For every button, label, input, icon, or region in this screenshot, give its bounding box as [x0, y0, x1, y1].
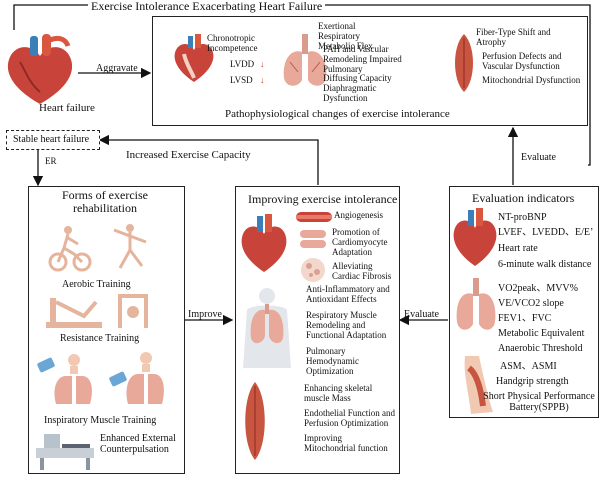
improving-muscle-item-1: Endothelial Function and Perfusion Optim…	[304, 408, 395, 428]
improving-heart-item-2: Alleviating Cardiac Fibrosis	[332, 261, 392, 281]
lung-item-3: Diaphragmatic Dysfunction	[323, 83, 377, 103]
lung-item-2: Diffusing Capacity	[323, 73, 392, 83]
aggravate-label: Aggravate	[96, 63, 138, 74]
evaluate-label: Evaluate	[404, 309, 439, 320]
vessel-icon	[296, 212, 332, 222]
eval-heart-3: 6-minute walk distance	[498, 259, 592, 270]
heart-icon	[453, 208, 497, 266]
dancer-icon	[113, 224, 147, 269]
pathophysiology-box	[152, 16, 588, 126]
leg-press-icon	[46, 298, 102, 328]
heart-icon	[241, 214, 287, 272]
eval-muscle-2: Short Physical Performance Battery(SPPB)	[483, 391, 595, 413]
eval-lung-4: Anaerobic Threshold	[498, 343, 583, 354]
improving-heart-item-1: Promotion of Cardiomyocyte Adaptation	[332, 227, 388, 257]
forms-title: Forms of exercise rehabilitation	[62, 188, 148, 216]
improve-label: Improve	[188, 309, 222, 320]
lvdd-label: LVDD	[230, 59, 255, 69]
inspiratory-label: Inspiratory Muscle Training	[44, 415, 157, 426]
heart-icon	[174, 34, 214, 82]
improving-title: Improving exercise intolerance	[248, 192, 398, 206]
muscle-icon	[455, 34, 473, 92]
heart-icon	[7, 34, 73, 104]
fibrosis-icon	[301, 258, 325, 282]
top-feedback-line	[13, 4, 591, 166]
improving-muscle-item-0: Enhancing skeletal muscle Mass	[304, 383, 373, 403]
eval-lung-1: VE/VCO2 slope	[498, 298, 564, 309]
lvdd-down-icon: ↓	[260, 59, 265, 69]
lvsd-down-icon: ↓	[260, 75, 265, 85]
evaluate-top-label: Evaluate	[521, 152, 556, 163]
weight-machine-icon	[118, 294, 148, 328]
eecp-bed-icon	[36, 434, 94, 470]
chronotropic-label: Chronotropic Incompetence	[207, 33, 258, 53]
stable-heart-failure-box: Stable heart failure	[6, 130, 100, 150]
eval-lung-0: VO2peak、MVV%	[498, 283, 578, 294]
evaluation-title: Evaluation indicators	[472, 191, 575, 205]
inspiratory-device-icon	[37, 354, 92, 404]
muscle-icon	[464, 356, 493, 414]
increased-capacity-label: Increased Exercise Capacity	[126, 149, 251, 161]
lungs-icon	[243, 288, 291, 368]
lungs-icon	[283, 34, 327, 86]
lung-item-1: PAH and Vascular Remodeling Impaired Pul…	[323, 44, 402, 74]
improving-lung-item-2: Pulmonary Hemodynamic Optimization	[306, 346, 359, 376]
improving-lung-item-1: Respiratory Muscle Remodeling and Functi…	[306, 310, 387, 340]
lung-item-0: Exertional Respiratory Metabolic Flex	[318, 21, 373, 51]
increased-capacity-arrow	[98, 134, 319, 185]
lungs-icon	[456, 278, 496, 330]
eecp-label: Enhanced External Counterpulsation	[100, 433, 176, 455]
eval-muscle-1: Handgrip strength	[496, 376, 569, 387]
eval-lung-2: FEV1、FVC	[498, 313, 552, 324]
muscle-item-1: Perfusion Defects and Vascular Dysfuncti…	[482, 51, 562, 71]
resistance-label: Resistance Training	[60, 333, 140, 344]
cardiomyocyte-icon	[300, 230, 326, 248]
improving-heart-item-0: Angiogenesis	[334, 210, 383, 220]
lvsd-label: LVSD	[230, 75, 253, 85]
er-label: ER	[45, 156, 57, 166]
muscle-icon	[245, 382, 265, 460]
improving-lung-item-0: Anti-Inflammatory and Antioxidant Effect…	[306, 284, 390, 304]
top-title: Exercise Intolerance Exacerbating Heart …	[88, 0, 326, 14]
eval-lung-3: Metabolic Equivalent	[498, 328, 585, 339]
eval-heart-2: Heart rate	[498, 243, 538, 254]
aerobic-label: Aerobic Training	[62, 279, 131, 290]
forms-box	[28, 186, 185, 474]
eval-heart-1: LVEF、LVEDD、E/E’	[498, 227, 594, 238]
muscle-item-0: Fiber-Type Shift and Atrophy	[476, 27, 551, 47]
heart-failure-label: Heart failure	[39, 102, 95, 114]
muscle-item-2: Mitochondrial Dysfunction	[482, 75, 581, 85]
stable-label: Stable heart failure	[13, 134, 90, 145]
improving-muscle-item-2: Improving Mitochondrial function	[304, 433, 388, 453]
patho-caption: Pathophysiological changes of exercise i…	[225, 108, 450, 120]
eval-heart-0: NT-proBNP	[498, 212, 547, 223]
inspiratory-device-icon	[109, 352, 164, 404]
cyclist-icon	[48, 226, 92, 272]
eval-muscle-0: ASM、ASMI	[500, 361, 557, 372]
